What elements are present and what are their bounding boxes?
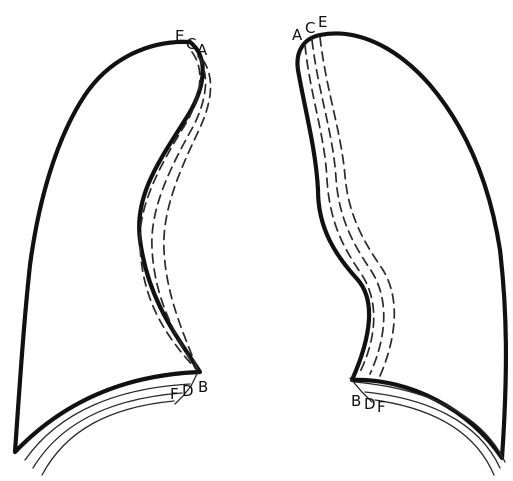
left-lung-label-a: A [197, 41, 208, 59]
right-lung-label-f: F [377, 398, 386, 416]
right-lung-label-b: B [351, 392, 361, 410]
right-lung-label-a: A [292, 26, 303, 44]
left-lung-label-e: E [175, 27, 184, 45]
right-lung-base-lines [350, 378, 505, 475]
left-lung: E C A F D B [15, 27, 211, 475]
left-lung-dashed-lines [140, 52, 211, 370]
left-lung-label-b: B [198, 378, 208, 396]
right-lung: A C E B D F [292, 13, 506, 475]
left-lung-label-c: C [186, 35, 196, 53]
right-lung-label-e: E [318, 13, 327, 31]
right-lung-label-c: C [305, 19, 315, 37]
left-lung-label-d: D [182, 382, 194, 400]
left-lung-label-f: F [170, 385, 179, 403]
right-lung-label-d: D [364, 395, 376, 413]
right-lung-outline [297, 33, 505, 458]
